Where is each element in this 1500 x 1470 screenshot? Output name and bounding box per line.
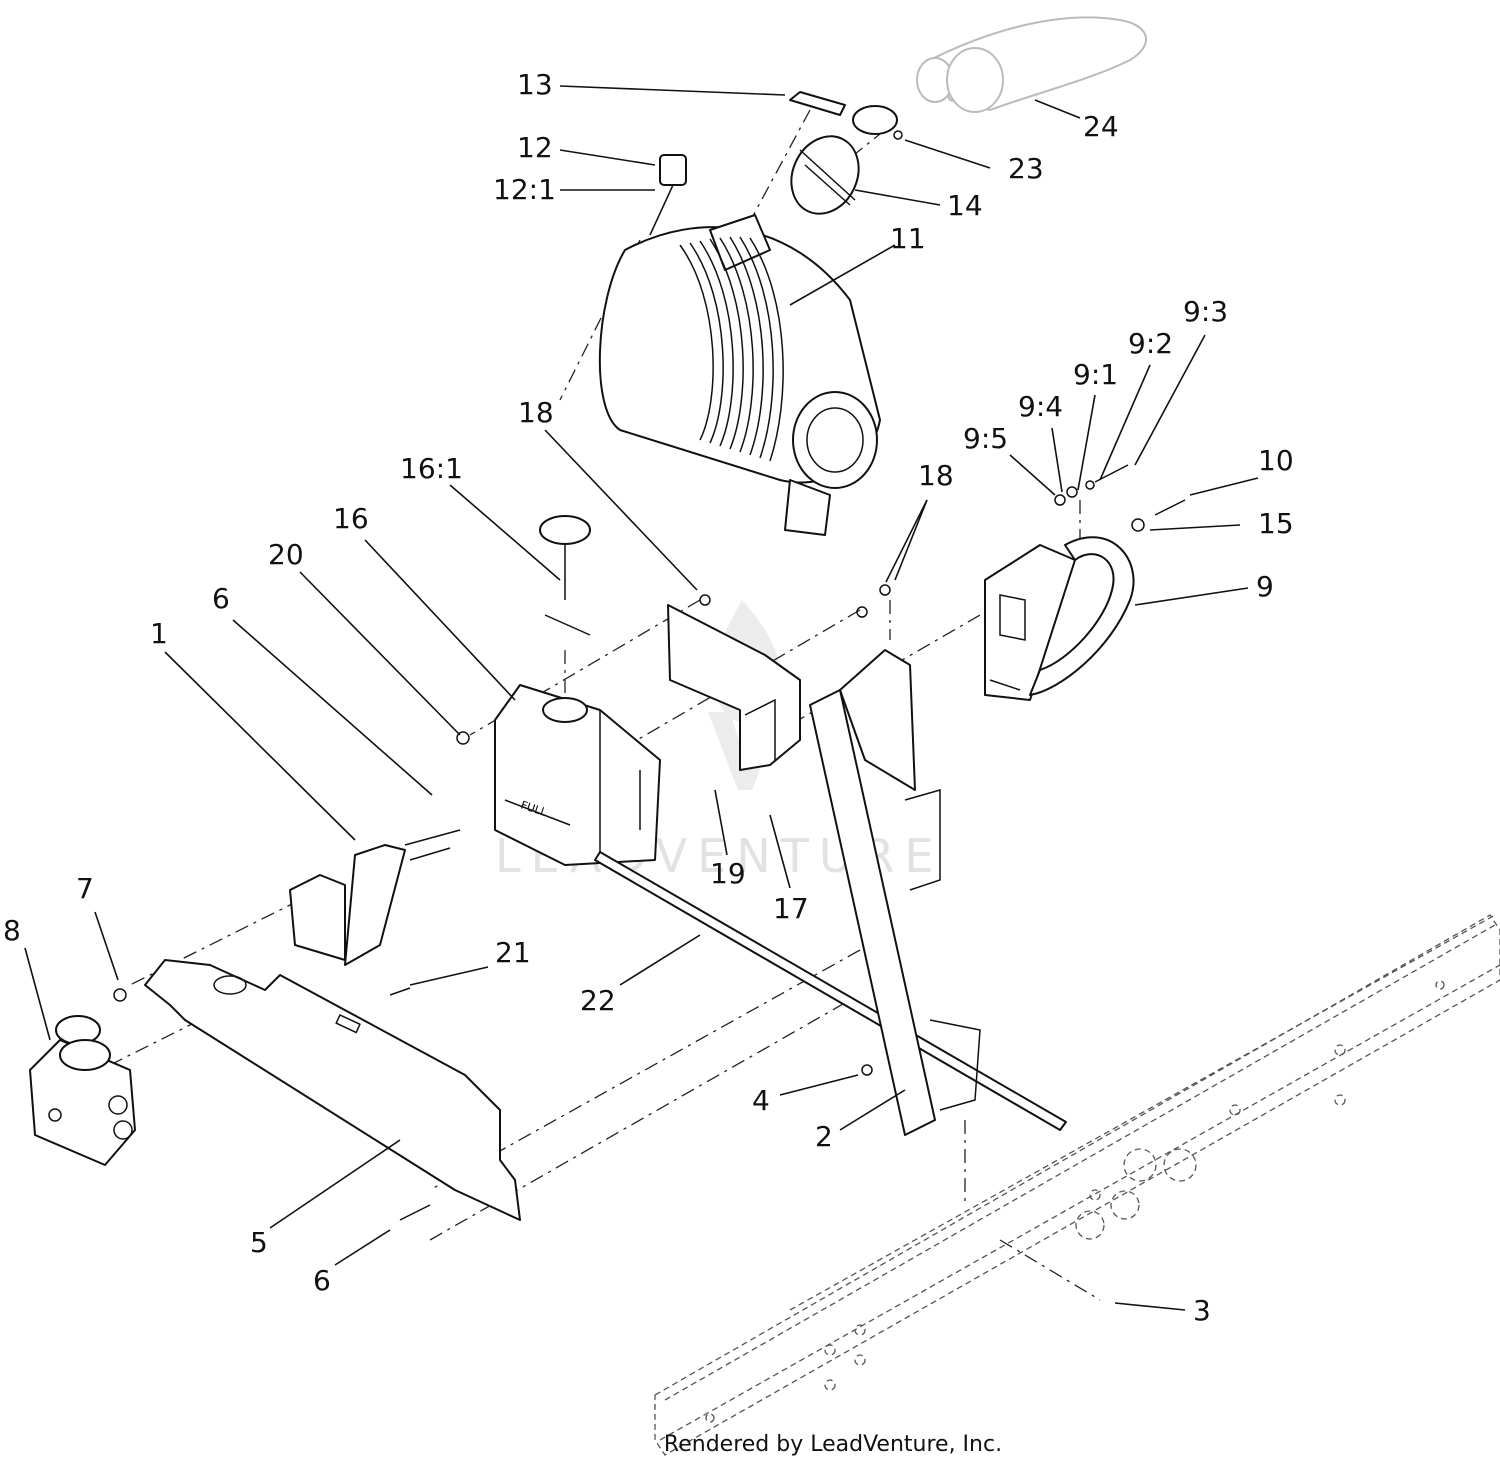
mounting-bracket-right [809,649,981,1136]
air-cleaner [598,214,881,536]
callout-3: 3 [1193,1294,1211,1327]
callout-16: 16 [333,502,369,535]
callout-8: 8 [3,914,21,947]
callout-20: 20 [268,538,304,571]
callout-22: 22 [580,984,616,1017]
callout-12-1: 12:1 [493,173,556,206]
callout-9-2: 9:2 [1128,327,1173,360]
leader-lines [24,85,1259,1311]
support-rod [594,851,1067,1131]
mounting-plate [113,959,521,1221]
restriction-indicator [649,154,687,236]
hydraulic-valve [29,1015,136,1166]
callout-10: 10 [1258,444,1294,477]
callout-18-b: 18 [918,459,954,492]
callout-6-bottom: 6 [313,1264,331,1297]
callout-1: 1 [150,617,168,650]
callout-12: 12 [517,131,553,164]
frame-rail [654,914,1500,1456]
callout-11: 11 [890,222,926,255]
callout-21: 21 [495,936,531,969]
callout-6-top: 6 [212,582,230,615]
callout-5: 5 [250,1226,268,1259]
callout-23: 23 [1008,152,1044,185]
callout-9: 9 [1256,570,1274,603]
render-credit: Rendered by LeadVenture, Inc. [663,1432,1003,1457]
callout-13: 13 [517,68,553,101]
callout-14: 14 [947,189,983,222]
hose-clamps [789,91,903,215]
callout-9-4: 9:4 [1018,390,1063,423]
callouts: 13 24 12 12:1 23 14 11 9:3 9:2 9:1 9:4 9… [3,68,1294,1327]
callout-17: 17 [773,892,809,925]
callout-18-a: 18 [518,396,554,429]
reservoir-bracket [667,584,891,771]
callout-16-1: 16:1 [400,452,463,485]
callout-9-5: 9:5 [963,422,1008,455]
callout-9-3: 9:3 [1183,295,1228,328]
air-cleaner-band [984,464,1186,701]
callout-4: 4 [752,1084,770,1117]
assembly-lines [89,109,1101,1301]
mounting-bracket-left [289,829,461,966]
callout-15: 15 [1258,507,1294,540]
callout-9-1: 9:1 [1073,358,1118,391]
callout-24: 24 [1083,110,1119,143]
reservoir-tank: FULL [456,515,661,866]
callout-7: 7 [76,872,94,905]
callout-19: 19 [710,857,746,890]
callout-2: 2 [815,1120,833,1153]
intake-hose [916,16,1147,113]
